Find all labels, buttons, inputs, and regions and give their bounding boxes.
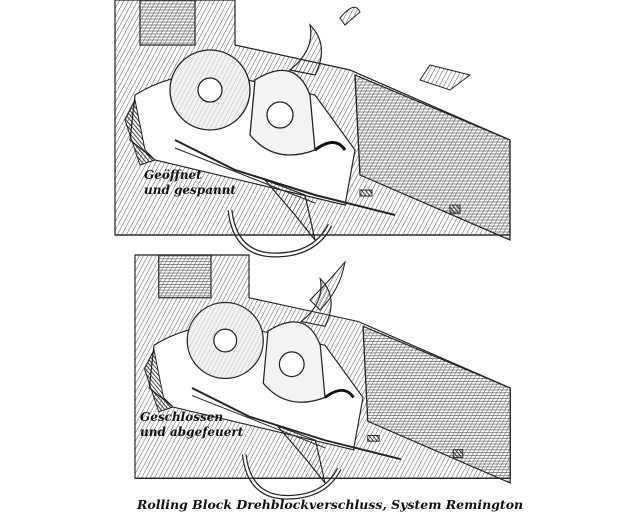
hammer-spur bbox=[339, 6, 361, 26]
caption-closed-line1: Geschlossen bbox=[140, 410, 224, 424]
caption-open-line1: Geöffnet bbox=[144, 168, 202, 182]
mechanism-open-cocked bbox=[115, 0, 510, 255]
hammer-spur bbox=[309, 260, 346, 311]
firing-lever bbox=[419, 64, 472, 91]
caption-open: Geöffnet und gespannt bbox=[144, 168, 236, 198]
mechanism-closed-fired bbox=[135, 255, 510, 497]
caption-open-line2: und gespannt bbox=[144, 183, 236, 197]
caption-closed: Geschlossen und abgefeuert bbox=[140, 410, 243, 440]
caption-closed-line2: und abgefeuert bbox=[140, 425, 244, 439]
figure-title: Rolling Block Drehblockverschluss, Syste… bbox=[137, 497, 524, 512]
